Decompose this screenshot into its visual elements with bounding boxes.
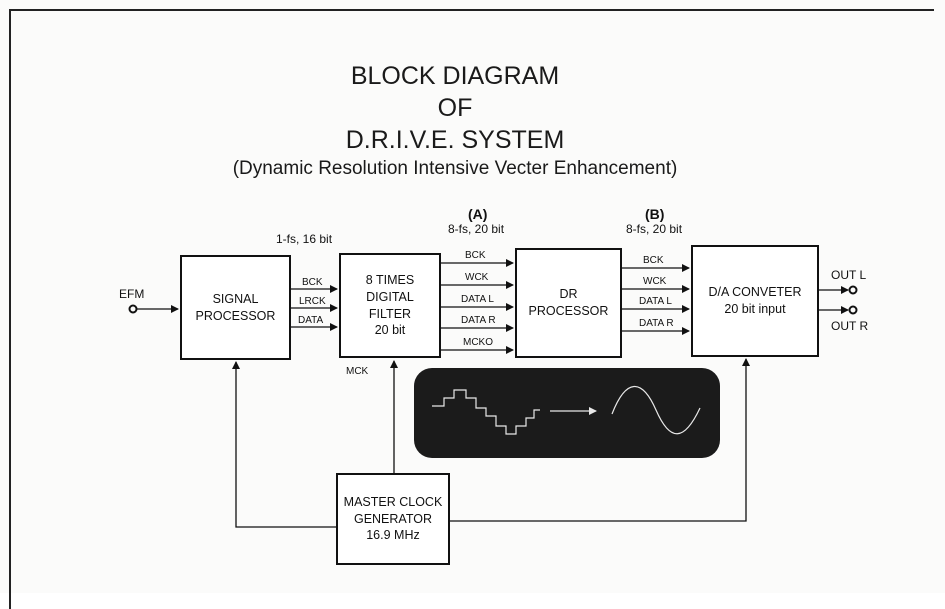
signal-1-bck-label: BCK: [302, 277, 323, 288]
da-converter-label: D/A CONVETER 20 bit input: [708, 285, 802, 316]
signal-processor-label: SIGNAL PROCESSOR: [195, 291, 276, 323]
out-r-terminal: [848, 305, 858, 315]
signal-b-bck-label: BCK: [643, 255, 664, 266]
marker-b: (B): [645, 206, 665, 222]
signal-b-wck-label: WCK: [643, 276, 667, 287]
efm-label: EFM: [119, 287, 145, 301]
dr-processor-label: DR PROCESSOR: [528, 287, 609, 318]
diagram-title-line-1: BLOCK DIAGRAM: [350, 62, 560, 90]
da-converter-block: D/A CONVETER 20 bit input: [691, 245, 819, 357]
signal-a-bck-label: BCK: [465, 250, 486, 261]
diagram-title-line-3: D.R.I.V.E. SYSTEM: [345, 126, 565, 154]
dr-processor-block: DR PROCESSOR: [515, 248, 622, 358]
out-l-label: OUT L: [831, 268, 867, 282]
signal-b-datal-label: DATA L: [639, 296, 672, 307]
signal-a-wck-label: WCK: [465, 272, 489, 283]
signal-1-lrck-label: LRCK: [299, 296, 326, 307]
signals-1-header: 1-fs, 16 bit: [276, 232, 333, 246]
signal-a-mcko-label: MCKO: [463, 337, 493, 348]
diagram-page: BLOCK DIAGRAM OF D.R.I.V.E. SYSTEM (Dyna…: [9, 9, 934, 609]
out-r-label: OUT R: [831, 319, 869, 333]
digital-filter-label: 8 TIMES DIGITAL FILTER 20 bit: [365, 272, 415, 338]
signal-b-datar-label: DATA R: [639, 318, 674, 329]
digital-filter-block: 8 TIMES DIGITAL FILTER 20 bit: [339, 253, 441, 358]
waveform-illustration-panel: [414, 368, 720, 458]
signals-b-header: 8-fs, 20 bit: [626, 222, 683, 236]
efm-input-terminal: [128, 304, 138, 314]
smooth-sine-wave: [611, 385, 701, 435]
clock-to-signal-line: [232, 361, 336, 528]
signal-1-data-label: DATA: [298, 315, 324, 326]
diagram-wiring: [128, 259, 858, 528]
staircase-wave: [432, 389, 540, 435]
diagram-subtitle: (Dynamic Resolution Intensive Vecter Enh…: [232, 158, 678, 179]
page-frame: [9, 9, 934, 609]
signal-processor-block: SIGNAL PROCESSOR: [180, 255, 291, 360]
marker-a: (A): [468, 206, 488, 222]
waveform-illustration: [432, 385, 701, 435]
signal-a-datal-label: DATA L: [461, 294, 494, 305]
signals-a-header: 8-fs, 20 bit: [448, 222, 505, 236]
master-clock-block: MASTER CLOCK GENERATOR 16.9 MHz: [336, 473, 450, 565]
out-l-terminal: [848, 285, 858, 295]
signal-a-datar-label: DATA R: [461, 315, 496, 326]
mck-label: MCK: [346, 366, 369, 377]
diagram-title-line-2: OF: [437, 94, 473, 122]
master-clock-label: MASTER CLOCK GENERATOR 16.9 MHz: [343, 494, 443, 543]
clock-to-da-line: [450, 358, 750, 522]
